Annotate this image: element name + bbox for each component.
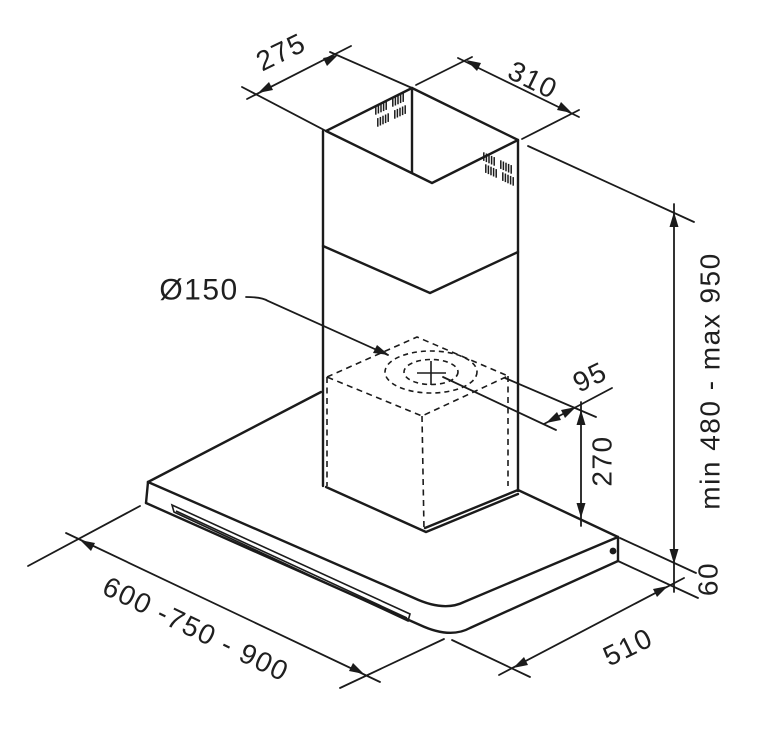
arrowhead-icon [653, 586, 668, 597]
ext-line [415, 56, 473, 86]
ext-line [27, 505, 141, 567]
canopy-front-bottom-edge [144, 501, 620, 634]
arrowhead-icon [557, 102, 572, 113]
motor-box-top-face [324, 336, 510, 417]
chimney-top-rim [324, 86, 520, 185]
arrowhead-icon [258, 82, 273, 93]
dim-label-310: 310 [503, 55, 563, 105]
arrowhead-icon [669, 212, 679, 227]
duct-center-mark [417, 361, 446, 385]
canopy-far-edge-upper [423, 488, 620, 539]
dim-chimney-depth: 275 [241, 27, 413, 132]
dim-duct-diameter: Ø150 [159, 274, 389, 356]
canopy-left-top-edge [146, 390, 323, 484]
arrowhead-icon [80, 540, 95, 551]
ext-line [619, 537, 697, 574]
canopy-front-groove [170, 503, 411, 623]
motor-box-near-edge [421, 415, 425, 531]
arrowhead-icon [373, 345, 389, 355]
dim-label-duct: Ø150 [159, 274, 238, 307]
ext-line [442, 376, 557, 431]
vent-grille-left-icon [375, 93, 406, 127]
dim-label-510: 510 [598, 622, 658, 672]
canopy [144, 390, 620, 634]
dim-label-60: 60 [693, 562, 724, 596]
duct-outlet-outer-circle [384, 350, 478, 394]
dim-line [498, 577, 685, 676]
arrowhead-icon [466, 60, 481, 71]
arrowhead-icon [669, 549, 679, 564]
arrowhead-icon [513, 657, 528, 668]
dim-body-height: 270 [576, 401, 618, 527]
arrowhead-icon [323, 55, 338, 66]
canopy-footprint-line [324, 485, 520, 534]
dim-label-270: 270 [587, 435, 618, 486]
dim-label-width-options: 600 -750 - 900 [98, 571, 294, 688]
dim-canopy-thickness: 60 [617, 560, 724, 599]
dim-canopy-width: 600 -750 - 900 [27, 505, 445, 689]
arrowhead-icon [576, 503, 586, 518]
chimney [321, 86, 520, 493]
vent-grille-right-icon [483, 152, 514, 186]
motor-box-hidden [324, 336, 510, 531]
arrowhead-icon [349, 663, 364, 674]
dim-duct-offset: 95 [442, 356, 613, 431]
ext-line [451, 639, 531, 678]
ext-line [241, 86, 327, 132]
chimney-joint-seam [321, 244, 520, 295]
canopy-front-top-edge [146, 480, 620, 608]
canopy-left-end-edge [144, 480, 150, 505]
arrowhead-icon [576, 410, 586, 425]
ext-line [329, 51, 413, 89]
dim-label-275: 275 [251, 27, 311, 77]
dim-height-range: min 480 - max 950 [527, 145, 726, 593]
dim-line [65, 532, 381, 683]
arrowhead-icon [561, 407, 576, 418]
ext-line [527, 145, 695, 223]
dim-label-height-range: min 480 - max 950 [695, 252, 726, 509]
canopy-screw-dot [609, 547, 617, 555]
leader-line [245, 296, 389, 356]
arrowhead-icon [546, 412, 561, 423]
ext-line [617, 560, 699, 599]
ext-line [521, 109, 580, 140]
dim-chimney-width: 310 [415, 55, 580, 140]
ext-line [339, 638, 445, 689]
